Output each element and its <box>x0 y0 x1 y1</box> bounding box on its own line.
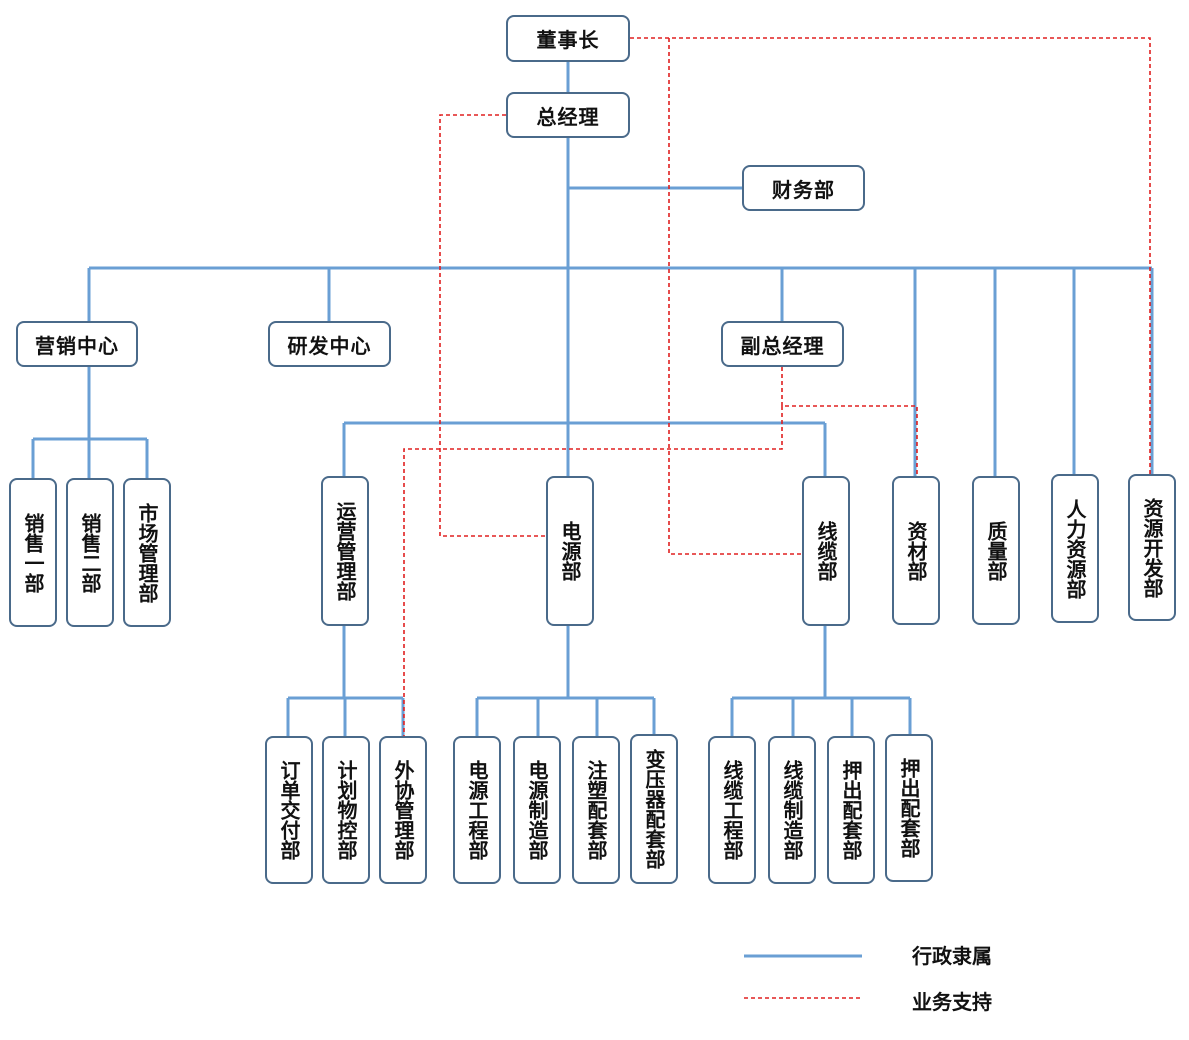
node-chairman: 董事长 <box>506 15 630 62</box>
legend-dashed-label: 业务支持 <box>912 990 992 1014</box>
node-rd-center: 研发中心 <box>268 321 391 367</box>
node-sales1: 销售一部 <box>9 478 57 627</box>
node-materials: 资材部 <box>892 476 940 625</box>
node-outsourcing: 外协管理部 <box>379 736 427 884</box>
node-power-dept: 电源部 <box>546 476 594 626</box>
node-marketing-center: 营销中心 <box>16 321 138 367</box>
legend-solid-label: 行政隶属 <box>912 944 992 968</box>
dashed-gm-power <box>439 114 546 537</box>
node-quality: 质量部 <box>972 476 1020 625</box>
node-cable-mfg: 线缆制造部 <box>768 736 816 884</box>
dashed-chairman-cable <box>668 38 802 555</box>
node-sales2: 销售二部 <box>66 478 114 627</box>
node-extrusion1: 押出配套部 <box>827 736 875 884</box>
node-power-eng: 电源工程部 <box>453 736 501 884</box>
node-finance: 财务部 <box>742 165 865 211</box>
dashed-chairman-resdev <box>630 37 1151 474</box>
dashed-deputy-outsourcing <box>403 406 783 736</box>
dashed-deputy-materials <box>781 367 918 476</box>
node-hr: 人力资源部 <box>1051 474 1099 623</box>
node-cable-dept: 线缆部 <box>802 476 850 626</box>
node-injection: 注塑配套部 <box>572 736 620 884</box>
node-power-mfg: 电源制造部 <box>513 736 561 884</box>
node-cable-eng: 线缆工程部 <box>708 736 756 884</box>
node-resource-dev: 资源开发部 <box>1128 474 1176 621</box>
node-transformer: 变压器配套部 <box>630 734 678 884</box>
node-order-delivery: 订单交付部 <box>265 736 313 884</box>
node-planning: 计划物控部 <box>322 736 370 884</box>
node-extrusion2: 押出配套部 <box>885 734 933 882</box>
node-deputy-gm: 副总经理 <box>721 321 844 367</box>
node-ops-mgmt: 运营管理部 <box>321 476 369 626</box>
node-gm: 总经理 <box>506 92 630 138</box>
node-market-mgmt: 市场管理部 <box>123 478 171 627</box>
